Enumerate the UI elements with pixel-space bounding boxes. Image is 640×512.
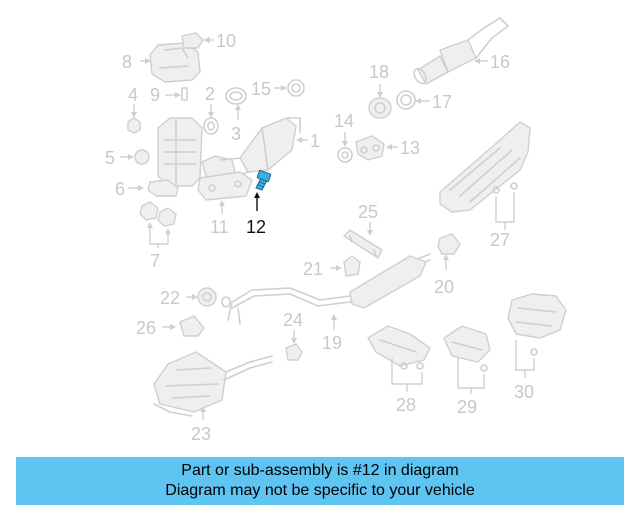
callout-2: 2 (205, 84, 215, 104)
callout-18: 18 (369, 62, 389, 82)
part-26-hanger (179, 315, 205, 337)
callout-22: 22 (160, 288, 180, 308)
callout-10: 10 (216, 31, 236, 51)
part-11-shield (197, 171, 253, 201)
part-1-converter (219, 117, 301, 177)
part-13-clamp (355, 135, 385, 161)
part-2-gasket (203, 117, 219, 135)
part-20-isolator (437, 233, 461, 255)
exhaust-parts-diagram: 10 8 9 4 2 3 15 1 (105, 17, 567, 444)
part-30-shield (507, 293, 567, 339)
banner-line-2: Diagram may not be specific to your vehi… (165, 482, 475, 499)
callout-23: 23 (191, 424, 211, 444)
part-6-bracket (147, 179, 179, 197)
callout-7: 7 (150, 251, 160, 271)
part-9-stud (181, 87, 188, 101)
callout-17: 17 (432, 92, 452, 112)
callout-28: 28 (396, 395, 416, 415)
callout-12: 12 (246, 217, 266, 237)
part-27-heat-shield (439, 121, 531, 213)
info-banner: Part or sub-assembly is #12 in diagram D… (16, 457, 624, 505)
part-24-isolator (285, 343, 303, 361)
part-15-gasket (287, 79, 305, 97)
part-4-nut (127, 117, 141, 134)
banner-line-1: Part or sub-assembly is #12 in diagram (181, 462, 459, 479)
callout-1: 1 (310, 131, 320, 151)
callout-27: 27 (490, 230, 510, 250)
callout-5: 5 (105, 148, 115, 168)
part-23-muffler (153, 351, 273, 417)
callout-20: 20 (434, 277, 454, 297)
part-7-isolators (139, 201, 177, 227)
part-28-shield (367, 325, 431, 367)
part-5-grommet (134, 149, 150, 165)
callout-19: 19 (322, 333, 342, 353)
callout-6: 6 (115, 179, 125, 199)
callout-16: 16 (490, 52, 510, 72)
callout-26: 26 (136, 318, 156, 338)
callout-25: 25 (358, 202, 378, 222)
part-22-grommet (197, 287, 217, 307)
callout-8: 8 (122, 52, 132, 72)
callout-15: 15 (251, 79, 271, 99)
part-10-cap (181, 32, 204, 49)
part-3-gasket (225, 87, 247, 105)
callout-4: 4 (128, 85, 138, 105)
callout-24: 24 (283, 310, 303, 330)
part-12-bolt (255, 169, 272, 191)
part-16-front-pipe (413, 17, 509, 85)
callout-9: 9 (150, 85, 160, 105)
callout-11: 11 (210, 217, 229, 237)
part-25-bracket (343, 229, 383, 259)
part-18-flange (368, 97, 392, 119)
callout-29: 29 (457, 397, 477, 417)
callout-30: 30 (514, 382, 534, 402)
part-8-cover (149, 42, 201, 83)
part-19-intermediate-pipe (221, 253, 431, 325)
callout-21: 21 (303, 259, 323, 279)
part-21-hanger (343, 255, 361, 277)
part-29-shield (443, 325, 491, 363)
callout-14: 14 (334, 111, 354, 131)
part-17-gasket (396, 90, 416, 110)
part-14-gasket (337, 147, 353, 163)
callout-3: 3 (231, 124, 241, 144)
callout-13: 13 (400, 138, 420, 158)
